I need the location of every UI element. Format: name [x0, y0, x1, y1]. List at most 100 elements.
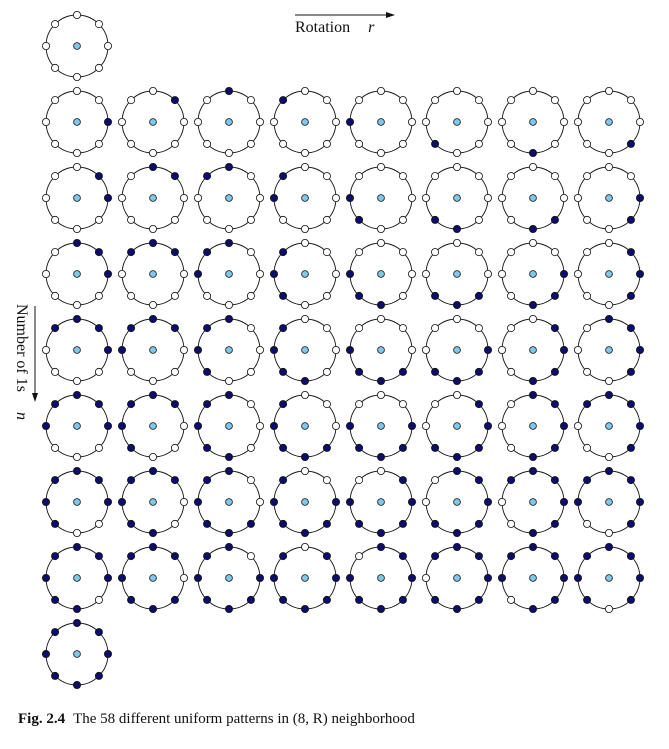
- neighbor-pixel-zero: [73, 148, 82, 157]
- neighbor-pixel-one: [474, 367, 483, 376]
- center-pixel: [453, 194, 461, 202]
- neighbor-pixel-one: [626, 443, 635, 452]
- center-pixel: [149, 346, 157, 354]
- center-pixel: [73, 42, 81, 50]
- center-pixel: [377, 422, 385, 430]
- neighbor-pixel-zero: [331, 345, 340, 354]
- caption-label: Fig. 2.4: [18, 711, 66, 727]
- neighbor-pixel-one: [127, 519, 136, 528]
- neighbor-pixel-zero: [322, 367, 331, 376]
- neighbor-pixel-one: [269, 574, 278, 583]
- neighbor-pixel-one: [104, 118, 113, 127]
- center-pixel: [605, 118, 613, 126]
- neighbor-pixel-one: [331, 497, 340, 506]
- neighbor-pixel-zero: [507, 519, 516, 528]
- pattern-n7-r4: [345, 543, 416, 614]
- neighbor-pixel-zero: [170, 291, 179, 300]
- neighbor-pixel-zero: [376, 238, 385, 247]
- neighbor-pixel-zero: [118, 193, 127, 202]
- neighbor-pixel-one: [474, 519, 483, 528]
- neighbor-pixel-zero: [300, 148, 309, 157]
- neighbor-pixel-zero: [73, 300, 82, 309]
- neighbor-pixel-one: [279, 248, 288, 257]
- neighbor-pixel-zero: [507, 215, 516, 224]
- center-pixel: [605, 194, 613, 202]
- neighbor-pixel-zero: [583, 443, 592, 452]
- neighbor-pixel-zero: [224, 148, 233, 157]
- neighbor-pixel-one: [452, 543, 461, 552]
- neighbor-pixel-one: [279, 291, 288, 300]
- neighbor-pixel-zero: [355, 324, 364, 333]
- neighbor-pixel-zero: [507, 367, 516, 376]
- center-pixel: [605, 270, 613, 278]
- neighbor-pixel-zero: [170, 519, 179, 528]
- neighbor-pixel-zero: [179, 574, 188, 583]
- neighbor-pixel-zero: [474, 324, 483, 333]
- neighbor-pixel-zero: [431, 172, 440, 181]
- neighbor-pixel-one: [42, 421, 51, 430]
- neighbor-pixel-zero: [605, 529, 614, 538]
- pattern-n7-r1: [118, 543, 188, 614]
- neighbor-pixel-one: [398, 552, 407, 561]
- neighbor-pixel-zero: [583, 291, 592, 300]
- neighbor-pixel-zero: [583, 367, 592, 376]
- neighbor-pixel-zero: [300, 390, 309, 399]
- neighbor-pixel-one: [94, 248, 103, 257]
- pattern-n6-r6: [497, 466, 569, 538]
- neighbor-pixel-zero: [355, 139, 364, 148]
- center-pixel: [453, 574, 461, 582]
- neighbor-pixel-one: [605, 390, 614, 399]
- neighbor-pixel-zero: [407, 193, 416, 202]
- neighbor-pixel-one: [203, 324, 212, 333]
- neighbor-pixel-one: [94, 476, 103, 485]
- center-pixel: [73, 574, 81, 582]
- neighbor-pixel-zero: [73, 224, 82, 233]
- neighbor-pixel-one: [224, 452, 233, 461]
- neighbor-pixel-one: [203, 400, 212, 409]
- neighbor-pixel-zero: [73, 376, 82, 385]
- neighbor-pixel-zero: [193, 118, 202, 127]
- neighbor-pixel-one: [73, 543, 82, 552]
- neighbor-pixel-one: [560, 574, 569, 583]
- neighbor-pixel-one: [407, 497, 416, 506]
- neighbor-pixel-one: [483, 574, 492, 583]
- neighbor-pixel-one: [636, 269, 645, 278]
- neighbor-pixel-zero: [376, 224, 385, 233]
- neighbor-pixel-one: [269, 269, 278, 278]
- neighbor-pixel-one: [626, 519, 635, 528]
- neighbor-pixel-one: [118, 421, 127, 430]
- neighbor-pixel-one: [94, 324, 103, 333]
- neighbor-pixel-zero: [42, 269, 51, 278]
- neighbor-pixel-one: [550, 215, 559, 224]
- neighbor-pixel-zero: [51, 248, 60, 257]
- center-pixel: [149, 574, 157, 582]
- neighbor-pixel-zero: [355, 96, 364, 105]
- neighbor-pixel-one: [51, 671, 60, 680]
- neighbor-pixel-zero: [507, 443, 516, 452]
- neighbor-pixel-one: [51, 476, 60, 485]
- neighbor-pixel-zero: [497, 421, 506, 430]
- neighbor-pixel-one: [104, 497, 113, 506]
- neighbor-pixel-one: [170, 400, 179, 409]
- center-pixel: [225, 498, 233, 506]
- neighbor-pixel-zero: [421, 421, 430, 430]
- neighbor-pixel-one: [431, 215, 440, 224]
- neighbor-pixel-one: [279, 96, 288, 105]
- neighbor-pixel-one: [636, 574, 645, 583]
- neighbor-pixel-one: [560, 269, 569, 278]
- center-pixel: [605, 574, 613, 582]
- neighbor-pixel-one: [605, 314, 614, 323]
- pattern-n5-r5: [421, 390, 492, 461]
- center-pixel: [73, 270, 81, 278]
- center-pixel: [73, 650, 81, 658]
- neighbor-pixel-one: [269, 193, 278, 202]
- neighbor-pixel-one: [560, 497, 569, 506]
- pattern-n2-r5: [421, 162, 492, 233]
- neighbor-pixel-one: [507, 476, 516, 485]
- neighbor-pixel-one: [279, 595, 288, 604]
- neighbor-pixel-zero: [605, 87, 614, 96]
- neighbor-pixel-one: [529, 466, 538, 475]
- neighbor-pixel-one: [170, 248, 179, 257]
- center-pixel: [453, 498, 461, 506]
- svg-text:Rotation r: Rotation r: [295, 19, 375, 36]
